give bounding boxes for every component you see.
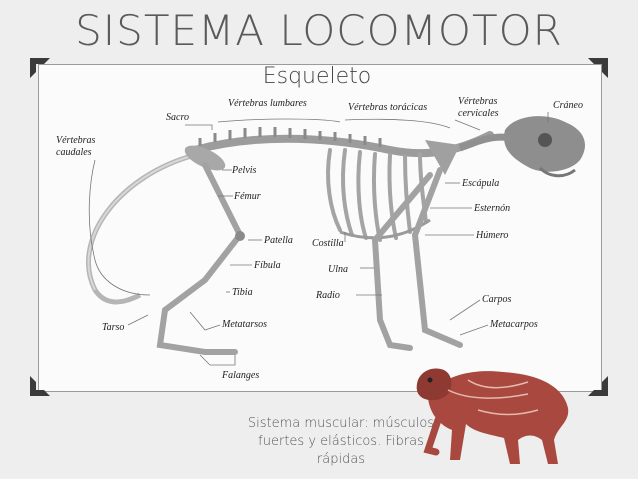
muscular-cat-illustration xyxy=(416,368,569,464)
label-humero: Húmero xyxy=(475,230,508,241)
label-falanges: Falanges xyxy=(221,370,259,381)
label-vertebras-cervicales-2: cervicales xyxy=(458,108,499,119)
diagram-frame xyxy=(38,64,602,392)
label-pelvis: Pelvis xyxy=(231,165,257,176)
hind-leg xyxy=(156,162,243,355)
frame-corner-top-left xyxy=(30,58,50,78)
label-femur: Fémur xyxy=(233,191,261,202)
label-vertebras-cervicales-1: Vértebras xyxy=(458,96,498,107)
tail-vertebrae xyxy=(86,152,196,305)
label-sacro: Sacro xyxy=(166,112,189,123)
label-vertebras-caudales-2: caudales xyxy=(56,147,92,158)
label-vertebras-caudales-1: Vértebras xyxy=(56,135,96,146)
label-radio: Radio xyxy=(315,290,340,301)
label-fibula: Fíbula xyxy=(253,260,281,271)
diagram-subtitle: Esqueleto xyxy=(262,64,372,89)
slide-title: SISTEMA LOCOMOTOR xyxy=(75,6,563,55)
muscle-caption: Sistema muscular: músculos fuertes y elá… xyxy=(236,415,446,469)
patella-bone xyxy=(235,231,245,241)
label-esternon: Esternón xyxy=(473,203,510,214)
label-tibia: Tibia xyxy=(232,287,253,298)
label-carpos: Carpos xyxy=(482,294,512,305)
label-costilla: Costilla xyxy=(312,238,344,249)
cervical-vertebrae xyxy=(458,133,511,152)
caption-line-2: fuertes y elásticos. Fibras rápidas xyxy=(258,434,424,467)
frame-corner-bottom-left xyxy=(30,376,50,396)
frame-corner-top-right xyxy=(588,58,608,78)
label-metatarsos: Metatarsos xyxy=(221,319,267,330)
label-metacarpos: Metacarpos xyxy=(489,319,538,330)
label-tarso: Tarso xyxy=(102,322,124,333)
frame-corner-bottom-right xyxy=(588,376,608,396)
pelvis-bone xyxy=(184,145,226,171)
label-ulna: Ulna xyxy=(328,264,348,275)
bracket-lines xyxy=(88,112,549,366)
scapula-bone xyxy=(425,140,460,175)
label-craneo: Cráneo xyxy=(553,100,583,111)
label-vertebras-toracicas: Vértebras torácicas xyxy=(348,102,427,113)
label-patella: Patella xyxy=(263,235,293,246)
rib-cage xyxy=(326,148,428,242)
front-legs xyxy=(371,167,463,351)
label-vertebras-lumbares: Vértebras lumbares xyxy=(228,98,307,109)
caption-line-1: Sistema muscular: músculos xyxy=(247,416,435,431)
label-escapula: Escápula xyxy=(461,178,499,189)
